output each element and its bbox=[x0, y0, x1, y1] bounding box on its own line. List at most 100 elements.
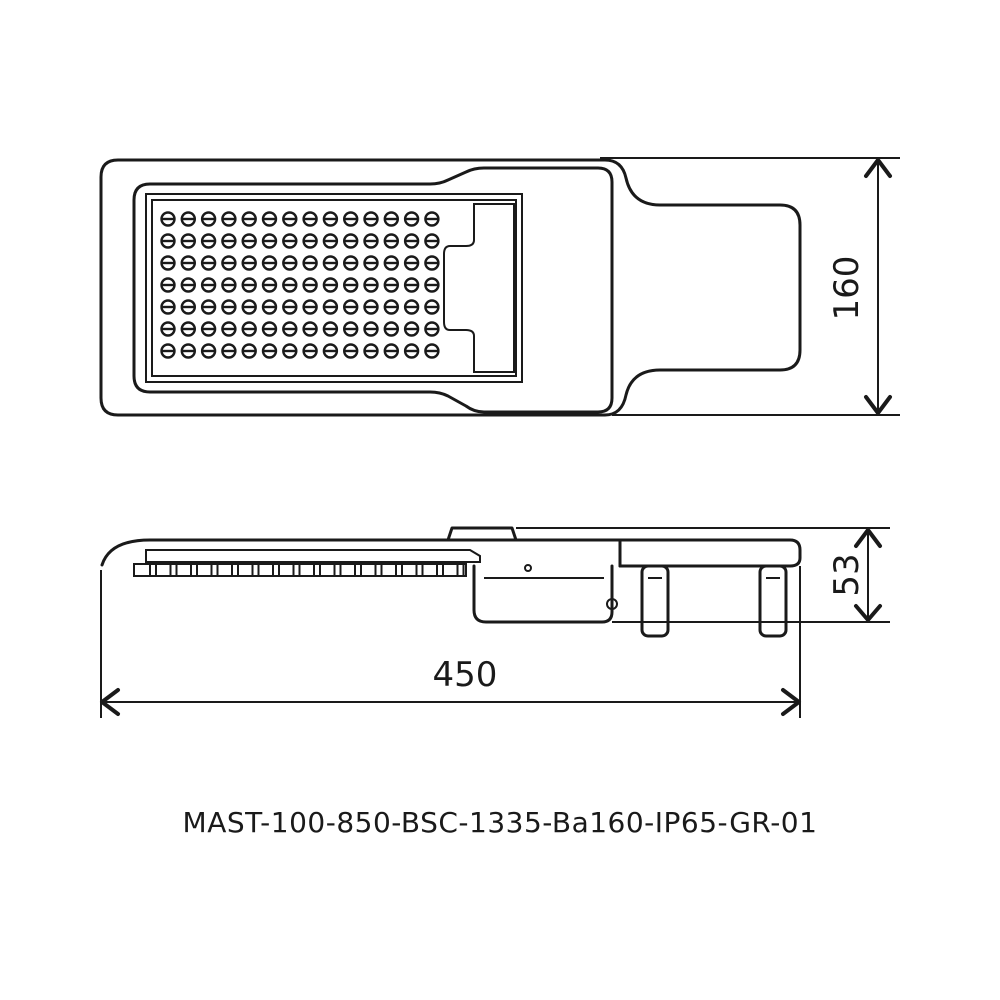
led-bar bbox=[161, 261, 175, 265]
led-bar bbox=[303, 239, 317, 243]
led-bar bbox=[242, 327, 256, 331]
led-bar bbox=[283, 217, 297, 221]
led-bar bbox=[283, 283, 297, 287]
led-bar bbox=[181, 239, 195, 243]
led-bar bbox=[405, 261, 419, 265]
led-bar bbox=[263, 261, 276, 265]
led-bar bbox=[405, 349, 419, 353]
led-bar bbox=[303, 327, 317, 331]
led-bar bbox=[202, 305, 216, 309]
led-bar bbox=[283, 261, 297, 265]
led-bar bbox=[344, 217, 358, 221]
led-bar bbox=[425, 349, 439, 353]
led-bar bbox=[242, 283, 256, 287]
led-bar bbox=[405, 239, 419, 243]
led-bar bbox=[222, 283, 236, 287]
led-bar bbox=[161, 349, 175, 353]
led-bar bbox=[222, 305, 236, 309]
led-bar bbox=[181, 349, 195, 353]
led-bar bbox=[364, 261, 378, 265]
led-bar bbox=[364, 283, 378, 287]
mounting-block bbox=[446, 526, 518, 542]
led-bar bbox=[323, 261, 337, 265]
led-bar bbox=[425, 305, 439, 309]
led-bar bbox=[405, 327, 419, 331]
dimension-height-side: 53 bbox=[516, 527, 890, 623]
led-bar bbox=[425, 239, 439, 243]
led-bar bbox=[323, 349, 337, 353]
led-bar bbox=[283, 305, 297, 309]
led-bar bbox=[263, 283, 276, 287]
led-bar bbox=[263, 305, 276, 309]
led-bar bbox=[242, 305, 256, 309]
led-bar bbox=[384, 283, 398, 287]
led-bar bbox=[323, 239, 337, 243]
led-bar bbox=[202, 283, 216, 287]
dimension-height-top: 160 bbox=[600, 157, 900, 416]
led-bar bbox=[303, 261, 317, 265]
dimension-450-label: 450 bbox=[433, 655, 498, 695]
led-bar bbox=[425, 217, 439, 221]
model-code: MAST-100-850-BSC-1335-Ba160-IP65-GR-01 bbox=[183, 806, 818, 839]
led-bar bbox=[405, 305, 419, 309]
dimension-160-label: 160 bbox=[827, 256, 867, 321]
led-bar bbox=[425, 327, 439, 331]
led-bar bbox=[283, 239, 297, 243]
driver-box bbox=[472, 564, 614, 624]
lens-tick bbox=[210, 564, 219, 576]
led-bar bbox=[384, 239, 398, 243]
lens-tick bbox=[292, 564, 301, 576]
led-bar bbox=[344, 261, 358, 265]
lens-strip bbox=[145, 549, 481, 563]
led-bar bbox=[161, 283, 175, 287]
led-bar bbox=[344, 349, 358, 353]
lens-tick bbox=[436, 564, 444, 576]
lens-tick bbox=[251, 564, 260, 576]
led-bar bbox=[242, 217, 256, 221]
led-bar bbox=[181, 305, 195, 309]
led-bar bbox=[384, 217, 398, 221]
led-bar bbox=[263, 239, 276, 243]
led-bar bbox=[242, 239, 256, 243]
lens-tick bbox=[313, 564, 321, 576]
led-grid bbox=[160, 211, 440, 359]
led-bar bbox=[425, 261, 439, 265]
led-bar bbox=[181, 327, 195, 331]
led-bar bbox=[202, 239, 216, 243]
led-bar bbox=[323, 327, 337, 331]
side-view bbox=[100, 526, 802, 638]
lens-tick bbox=[374, 564, 383, 576]
led-bar bbox=[303, 283, 317, 287]
led-panel-outer bbox=[145, 193, 523, 383]
led-bar bbox=[405, 283, 419, 287]
led-bar bbox=[364, 349, 378, 353]
bracket-right bbox=[758, 564, 788, 638]
dimension-53-label: 53 bbox=[827, 553, 867, 596]
led-bar bbox=[181, 217, 195, 221]
lens-tick bbox=[354, 564, 362, 576]
led-bar bbox=[263, 217, 276, 221]
led-bar bbox=[222, 349, 236, 353]
led-bar bbox=[283, 349, 297, 353]
led-bar bbox=[384, 327, 398, 331]
led-bar bbox=[364, 327, 378, 331]
lens-tick bbox=[149, 564, 157, 576]
lens-tick bbox=[190, 564, 198, 576]
led-bar bbox=[323, 305, 337, 309]
led-bar bbox=[222, 217, 236, 221]
led-bar bbox=[344, 239, 358, 243]
bracket-left bbox=[640, 564, 670, 638]
lens-ticks bbox=[149, 564, 465, 576]
lens-tick bbox=[231, 564, 239, 576]
led-bar bbox=[384, 349, 398, 353]
led-bar bbox=[323, 283, 337, 287]
led-bar bbox=[202, 349, 216, 353]
led-bar bbox=[364, 217, 378, 221]
led-bar bbox=[384, 261, 398, 265]
led-bar bbox=[303, 349, 317, 353]
led-bar bbox=[405, 217, 419, 221]
led-bar bbox=[161, 239, 175, 243]
led-bar bbox=[303, 217, 317, 221]
led-bar bbox=[161, 217, 175, 221]
